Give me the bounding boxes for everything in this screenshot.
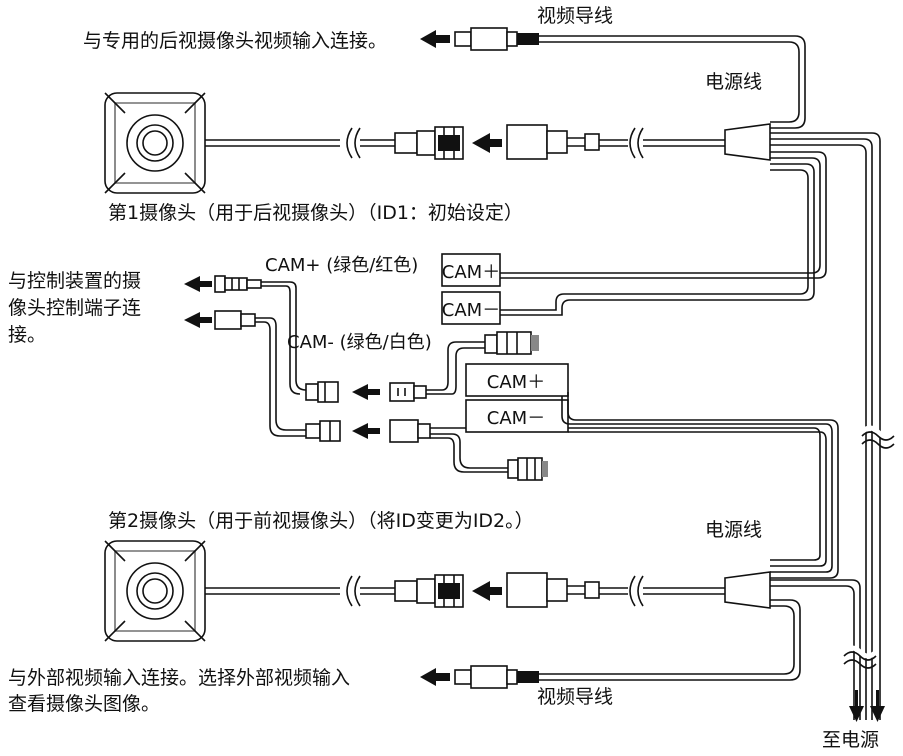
external-label-line2: 查看摄像头图像。 bbox=[8, 693, 160, 715]
left-arrow-icon bbox=[420, 668, 450, 686]
camera1-cam-wires bbox=[500, 151, 827, 316]
camera2-cam-wires bbox=[561, 392, 839, 579]
cam-plus-note: CAM+ (绿色/红色) bbox=[265, 255, 418, 276]
video-cable-bottom-label: 视频导线 bbox=[537, 686, 613, 708]
camera1-unit bbox=[104, 92, 206, 194]
video-cable-top-label: 视频导线 bbox=[537, 5, 613, 27]
video-cable-top bbox=[454, 27, 806, 129]
down-arrow-icon bbox=[849, 690, 885, 722]
cam-plus-tag-mid: CAM＋ bbox=[465, 363, 569, 397]
cam-minus-label: CAM－ bbox=[487, 408, 545, 429]
camera1-power-connector bbox=[506, 123, 771, 161]
middle-connectors-left bbox=[305, 381, 341, 442]
left-arrow-icon bbox=[472, 133, 502, 153]
control-label-line2: 像头控制端子连 bbox=[8, 297, 141, 319]
cam-minus-tag-mid: CAM－ bbox=[465, 399, 569, 433]
middle-connectors-right bbox=[389, 331, 548, 481]
left-arrow-icon bbox=[352, 384, 380, 439]
control-label-line1: 与控制装置的摄 bbox=[8, 270, 141, 292]
cam-plus-label: CAM＋ bbox=[442, 262, 500, 283]
control-label-line3: 接。 bbox=[8, 324, 46, 346]
power-cable-label-2: 电源线 bbox=[705, 519, 762, 541]
rear-camera-connect-label: 与专用的后视摄像头视频输入连接。 bbox=[83, 30, 387, 52]
camera2-unit bbox=[104, 540, 206, 642]
control-connectors bbox=[184, 275, 307, 437]
video-cable-bottom bbox=[454, 599, 801, 689]
external-label-line1: 与外部视频输入连接。选择外部视频输入 bbox=[8, 667, 350, 689]
cam-minus-tag-top: CAM－ bbox=[441, 291, 501, 325]
cam-minus-note: CAM- (绿色/白色) bbox=[287, 332, 432, 353]
camera1-label: 第1摄像头（用于后视摄像头）（ID1：初始设定） bbox=[108, 202, 523, 224]
power-bundle bbox=[770, 132, 896, 720]
camera2-cable bbox=[205, 574, 464, 608]
cam-plus-tag-top: CAM＋ bbox=[441, 253, 501, 287]
camera1-cable bbox=[205, 126, 464, 160]
left-arrow-icon bbox=[472, 581, 502, 601]
left-arrow-icon bbox=[420, 30, 450, 48]
cam-plus-label: CAM＋ bbox=[487, 372, 545, 393]
to-power-label: 至电源 bbox=[822, 729, 879, 751]
camera2-power-connector bbox=[506, 571, 771, 609]
camera2-label: 第2摄像头（用于前视摄像头）（将ID变更为ID2。） bbox=[108, 510, 534, 532]
cam-minus-label: CAM－ bbox=[442, 300, 500, 321]
power-cable-label-1: 电源线 bbox=[705, 71, 762, 93]
